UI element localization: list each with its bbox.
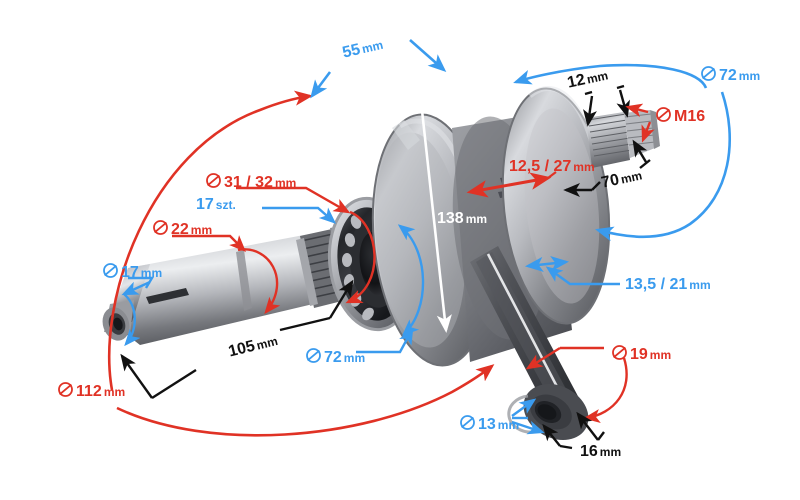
- leader-dia-31-32: [236, 186, 351, 214]
- arrow-len-125-27: [466, 172, 552, 198]
- arrow-dia-19: [525, 346, 561, 370]
- label-thread-m16: M16: [655, 106, 705, 127]
- leader-count-17: [262, 206, 337, 224]
- arrow-dia-13b: [511, 420, 545, 435]
- diameter-icon: [305, 347, 322, 368]
- leader-len-135-21: [545, 266, 620, 286]
- arrow-len-135-21: [524, 256, 570, 272]
- diameter-icon: [655, 106, 672, 127]
- leader-len-105: [151, 368, 197, 400]
- diameter-icon: [57, 381, 74, 402]
- leader-dia-17: [128, 276, 155, 289]
- arrow-len-70b: [632, 139, 648, 163]
- diameter-icon: [700, 65, 717, 86]
- arrow-len-12-right: [616, 89, 630, 118]
- arrow-dia-72-top-lower: [595, 91, 732, 242]
- diameter-icon: [205, 172, 222, 193]
- arrow-len-16b: [576, 411, 599, 441]
- leader-len-125-27: [547, 171, 557, 179]
- arc-dia-31-32: [345, 210, 376, 304]
- leader-len-105b: [279, 316, 331, 332]
- arc-dia-22: [237, 248, 281, 315]
- arrow-dia-112: [107, 90, 314, 391]
- arrow-dia-112-lower: [116, 364, 495, 437]
- arrow-len-138: [414, 88, 452, 334]
- arrow-dia-72-top: [513, 63, 708, 89]
- arrow-len-55b: [409, 39, 447, 73]
- arc-dia-19: [583, 357, 628, 423]
- arc-dia-17: [123, 293, 141, 347]
- bracket-len-16b: [597, 431, 605, 441]
- diameter-icon: [611, 344, 628, 365]
- arrow-len-105: [120, 353, 153, 399]
- arrow-dia-17: [121, 280, 151, 296]
- bracket-len-16a: [559, 444, 573, 450]
- arrow-len-55: [310, 71, 332, 99]
- diameter-icon: [152, 219, 169, 240]
- arrow-len-12-left: [583, 95, 597, 127]
- bracket-len-12: [584, 84, 625, 96]
- diameter-icon: [459, 414, 476, 435]
- diameter-icon: [102, 262, 119, 283]
- leader-dia-72-bot: [356, 327, 414, 354]
- arrow-len-16a: [542, 423, 561, 447]
- arrow-dia-13a: [511, 398, 537, 417]
- bracket-len-70: [591, 159, 651, 191]
- arc-dia-72-bot: [397, 224, 425, 336]
- arrow-m16-a: [625, 103, 649, 118]
- arrow-len-105b: [328, 279, 354, 319]
- arrow-m16-b: [641, 121, 655, 143]
- leader-dia-22: [172, 234, 246, 252]
